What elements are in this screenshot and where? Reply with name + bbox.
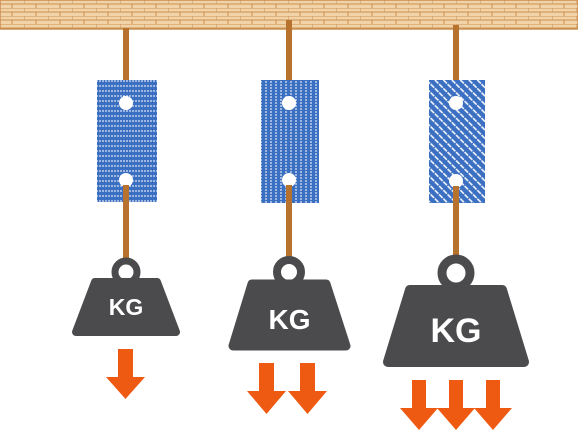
block-hole-top [449, 96, 463, 110]
weight-label: KG [269, 304, 311, 335]
weight-label: KG [109, 294, 144, 320]
setup-1: KG [72, 28, 180, 399]
block-hole-bottom [282, 173, 296, 187]
block-hole-bottom [119, 173, 133, 187]
down-arrow-icon [106, 349, 145, 399]
block-hole-top [119, 96, 133, 110]
down-arrow-icon [288, 363, 327, 414]
kettlebell-weight-icon: KG [72, 257, 180, 336]
block-hole-bottom [449, 174, 463, 188]
down-arrow-icon [400, 380, 438, 430]
down-arrow-icon [474, 380, 512, 430]
setup-2: KG [228, 20, 351, 414]
kettlebell-weight-icon: KG [383, 254, 529, 367]
down-arrow-icon [247, 363, 286, 414]
kettlebell-weight-icon: KG [228, 256, 351, 351]
block-hole-top [282, 96, 296, 110]
down-arrow-icon [437, 380, 475, 430]
setup-3: KG [383, 25, 529, 430]
weight-label: KG [431, 312, 482, 350]
